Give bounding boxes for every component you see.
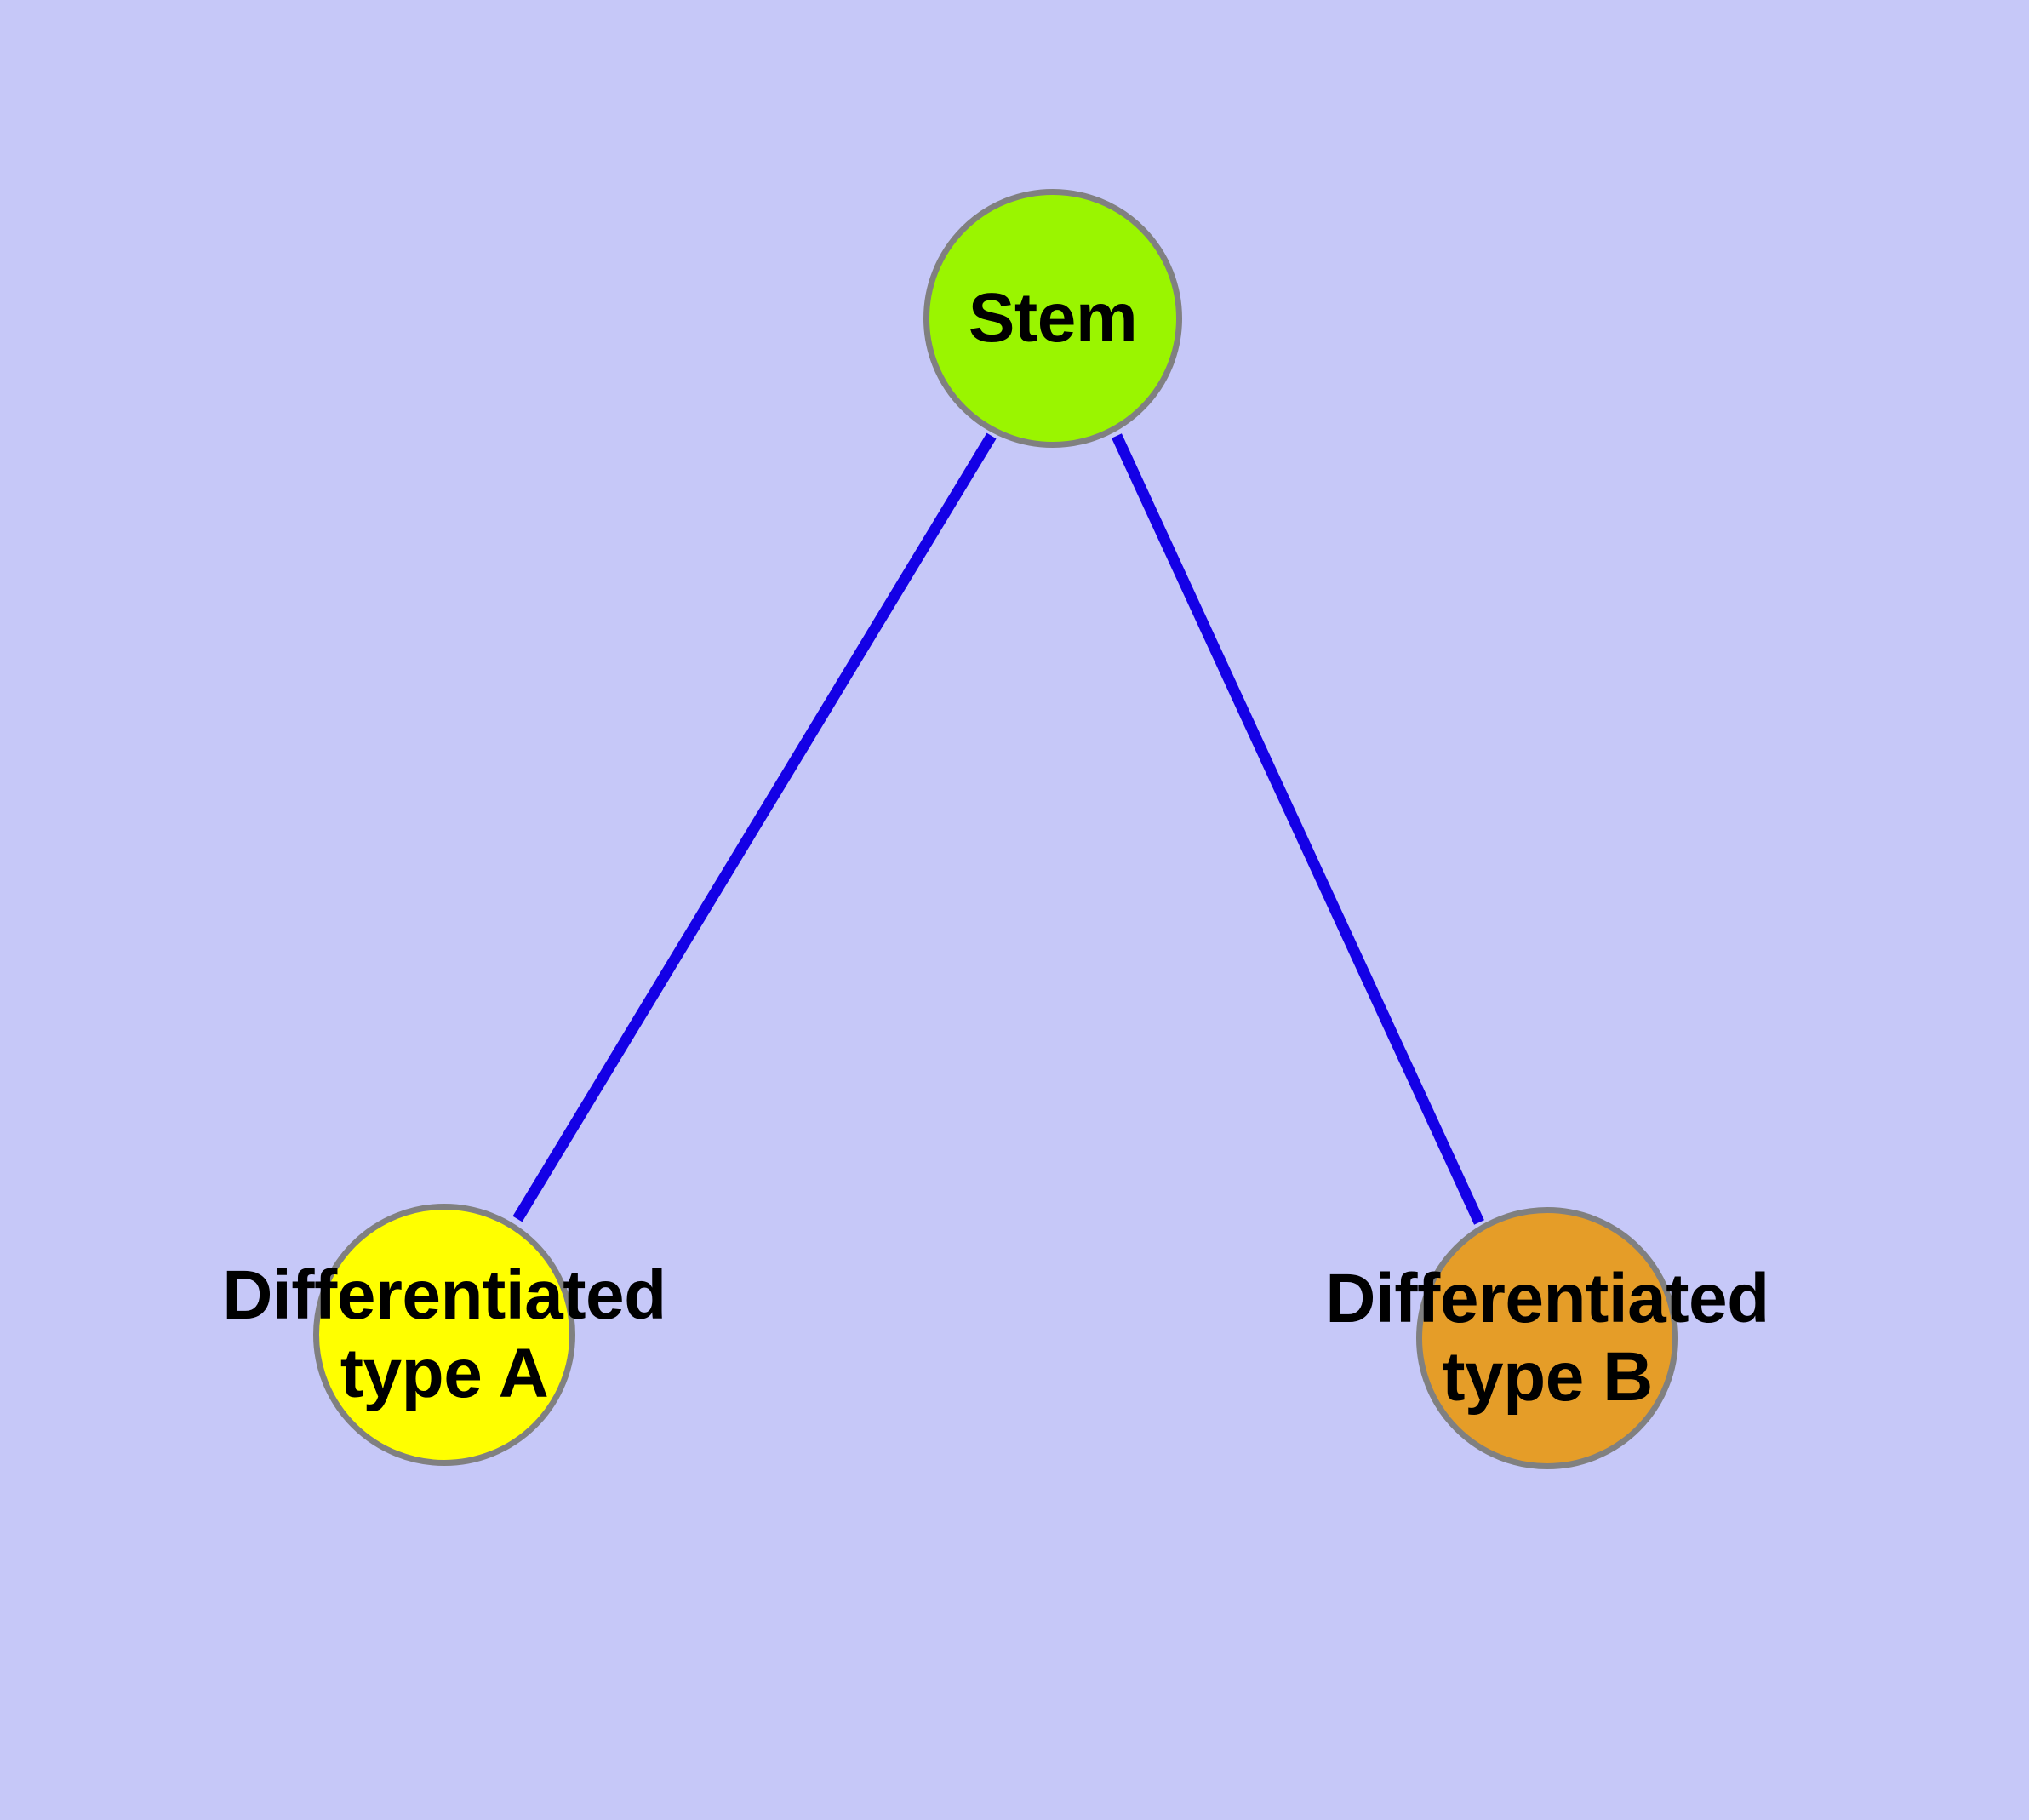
node-stem[interactable] — [923, 189, 1182, 448]
node-differentiated-type-b[interactable] — [1416, 1207, 1678, 1469]
node-label-differentiated-type-b: Differentiated type B — [1325, 1260, 1769, 1416]
node-differentiated-type-a[interactable] — [313, 1204, 575, 1466]
edge-stem-to-diff-a[interactable] — [512, 432, 997, 1222]
node-label-differentiated-type-a: Differentiated type A — [222, 1256, 666, 1412]
edge-stem-to-diff-b[interactable] — [1112, 433, 1484, 1225]
node-label-stem: Stem — [968, 279, 1138, 358]
